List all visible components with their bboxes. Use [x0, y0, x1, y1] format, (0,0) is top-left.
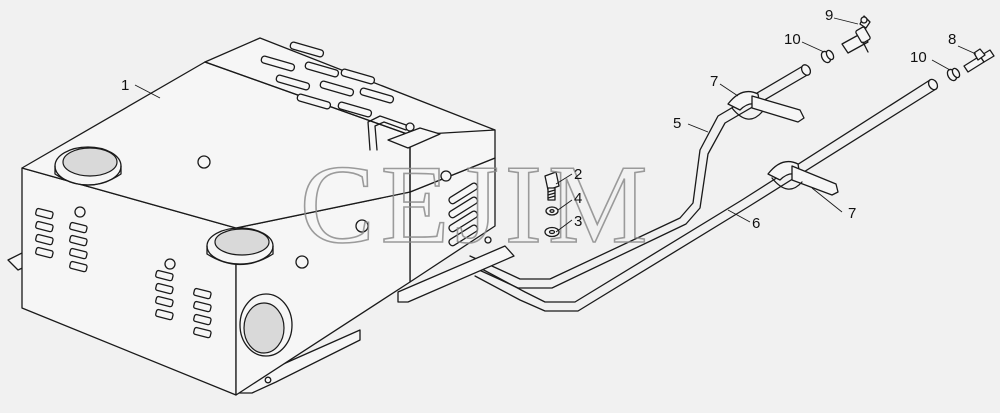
- hose-clamp-lower: [946, 67, 961, 82]
- callout-8: 8: [948, 31, 956, 48]
- top-vents: [260, 41, 395, 118]
- top-port-left: [54, 146, 122, 186]
- pipe-5: [465, 64, 812, 289]
- callout-3: 3: [574, 213, 582, 230]
- callout-6: 6: [752, 215, 760, 232]
- flat-washer: [544, 226, 560, 238]
- top-port-right: [206, 227, 274, 266]
- watermark: CEJIM: [300, 143, 654, 267]
- side-vents-right: [448, 182, 479, 247]
- heater-unit: [7, 37, 515, 396]
- callout-10-lower: 10: [910, 49, 927, 66]
- callout-7-upper: 7: [710, 73, 718, 90]
- pipe-clamp-upper: [727, 90, 805, 123]
- hose-clamp-upper: [820, 49, 835, 64]
- callout-1: 1: [121, 77, 129, 94]
- callout-10-upper: 10: [784, 31, 801, 48]
- lock-washer: [545, 206, 559, 216]
- pipe-clamp-lower: [767, 160, 839, 196]
- callout-5: 5: [673, 115, 681, 132]
- callout-9: 9: [825, 7, 833, 24]
- nipple-fitting: [963, 48, 995, 73]
- carry-handle: [367, 115, 441, 151]
- callout-2: 2: [574, 166, 582, 183]
- outlet-port: [239, 293, 293, 357]
- leader-lines: [134, 17, 977, 233]
- valve-fitting: [841, 15, 871, 54]
- callout-4: 4: [574, 190, 582, 207]
- bolt: [544, 171, 560, 201]
- mounting-plate-right: [397, 245, 515, 303]
- side-vents-left: [35, 207, 212, 339]
- callout-7-lower: 7: [848, 205, 856, 222]
